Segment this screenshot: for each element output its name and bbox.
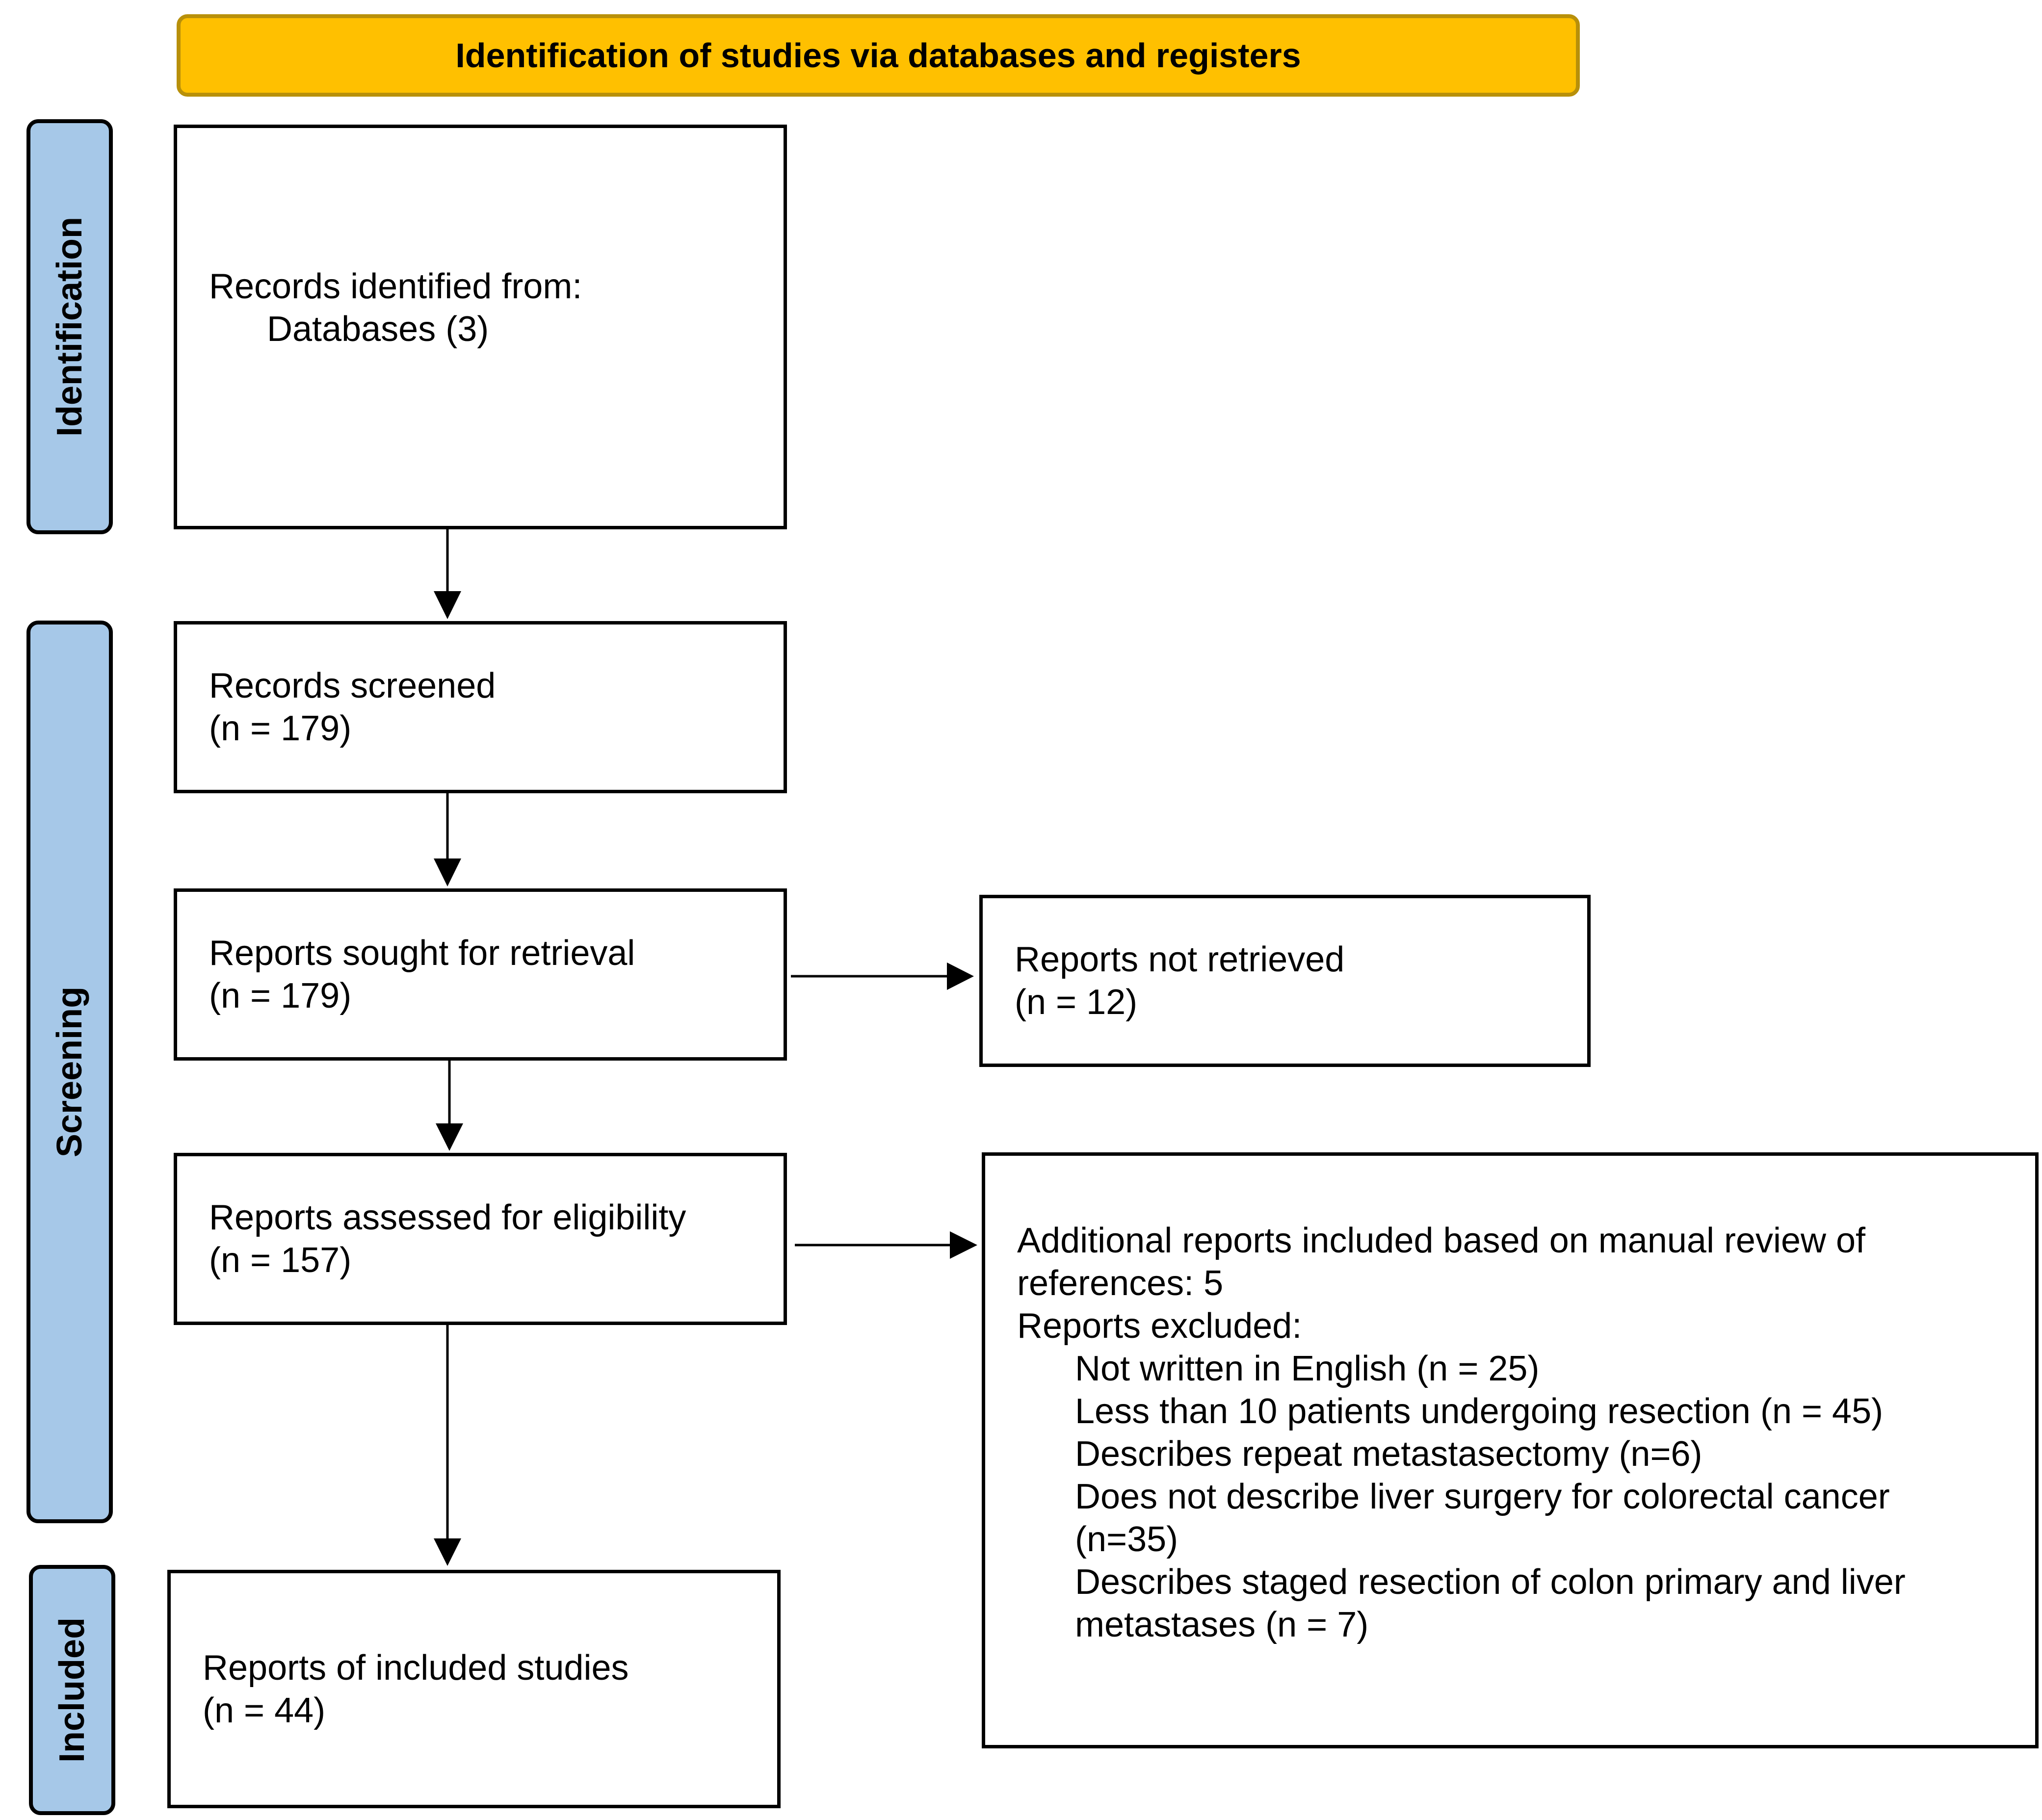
records-identified-box: Records identified from: Databases (3): [174, 125, 787, 529]
arrow-sought-to-assessed: [436, 1061, 463, 1151]
additional-reports-line-1: Additional reports included based on man…: [1017, 1221, 1866, 1260]
exclusion-reason: Does not describe liver surgery for colo…: [1075, 1477, 1890, 1516]
reports-sought-label: Reports sought for retrieval: [209, 934, 635, 973]
records-identified-source: Databases (3): [267, 310, 489, 349]
records-screened-count: (n = 179): [209, 709, 352, 748]
included-studies-box: Reports of included studies (n = 44): [167, 1570, 781, 1808]
records-identified-label: Records identified from:: [209, 267, 582, 306]
arrow-assessed-to-excluded: [795, 1231, 977, 1259]
included-studies-label: Reports of included studies: [203, 1648, 629, 1688]
records-screened-label: Records screened: [209, 666, 496, 705]
exclusion-reason: Describes repeat metastasectomy (n=6): [1075, 1434, 1702, 1474]
reports-not-retrieved-box: Reports not retrieved (n = 12): [979, 895, 1591, 1067]
additional-reports-line-2: references: 5: [1017, 1264, 1224, 1303]
reports-sought-count: (n = 179): [209, 976, 352, 1015]
arrow-identified-to-screened: [434, 529, 461, 619]
phase-label-included: Included: [29, 1565, 115, 1815]
exclusion-reason: (n=35): [1075, 1520, 1178, 1559]
reports-excluded-heading: Reports excluded:: [1017, 1306, 1302, 1346]
included-studies-count: (n = 44): [203, 1691, 326, 1730]
header-title: Identification of studies via databases …: [455, 36, 1301, 75]
phase-label-screening: Screening: [26, 621, 113, 1523]
records-screened-box: Records screened (n = 179): [174, 621, 787, 793]
reports-not-retrieved-label: Reports not retrieved: [1015, 940, 1345, 979]
arrow-sought-to-not-retrieved: [791, 962, 974, 990]
reports-assessed-label: Reports assessed for eligibility: [209, 1198, 686, 1237]
reports-excluded-box: Additional reports included based on man…: [982, 1152, 2039, 1748]
exclusion-reason: metastases (n = 7): [1075, 1605, 1369, 1644]
header-banner: Identification of studies via databases …: [177, 14, 1580, 97]
exclusion-reason: Less than 10 patients undergoing resecti…: [1075, 1392, 1884, 1431]
exclusion-reason: Describes staged resection of colon prim…: [1075, 1562, 1906, 1602]
reports-not-retrieved-count: (n = 12): [1015, 983, 1138, 1022]
phase-label-identification: Identification: [26, 119, 113, 534]
reports-assessed-box: Reports assessed for eligibility (n = 15…: [174, 1153, 787, 1325]
reports-assessed-count: (n = 157): [209, 1241, 352, 1280]
arrow-assessed-to-included: [434, 1325, 461, 1566]
arrow-screened-to-sought: [434, 793, 461, 886]
reports-sought-box: Reports sought for retrieval (n = 179): [174, 888, 787, 1061]
exclusion-reason: Not written in English (n = 25): [1075, 1349, 1540, 1388]
